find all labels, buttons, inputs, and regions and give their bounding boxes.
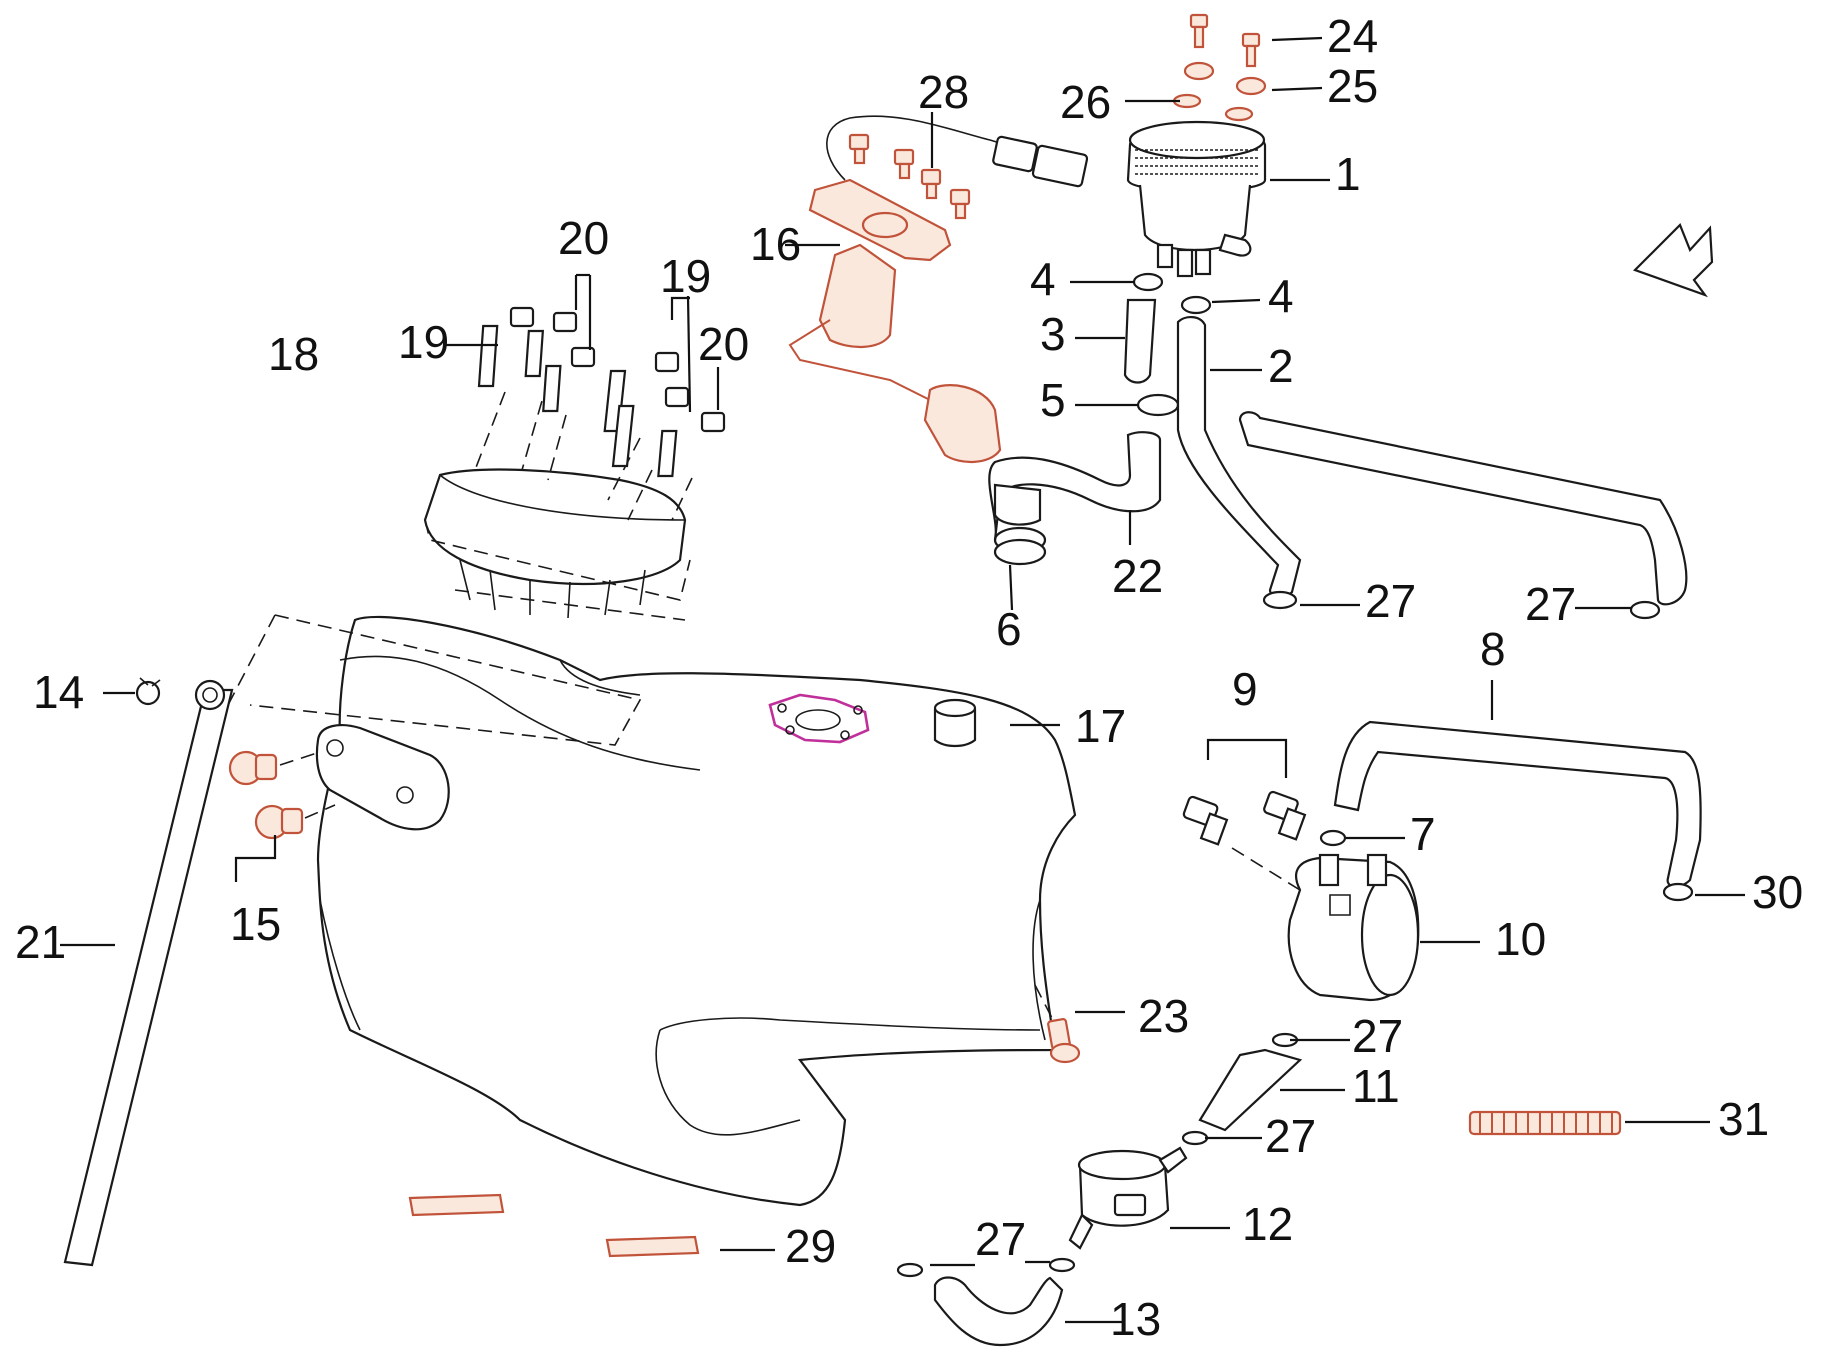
clamp-27-hose-11-bottom bbox=[1181, 1130, 1209, 1146]
pump-mounting-ring bbox=[227, 468, 691, 746]
callout-28: 28 bbox=[918, 66, 969, 118]
screw-19-right-b bbox=[611, 386, 690, 521]
callout-27-valve: 27 bbox=[1352, 1010, 1403, 1062]
pump-screws bbox=[848, 133, 971, 220]
clamp-27-hose-13-left bbox=[896, 1262, 924, 1278]
callout-19-left: 19 bbox=[398, 316, 449, 368]
callout-24: 24 bbox=[1327, 10, 1378, 62]
clamp-30 bbox=[1662, 882, 1694, 902]
callout-8: 8 bbox=[1480, 623, 1506, 675]
callout-labels: 1 2 3 4 4 5 6 7 8 9 10 11 12 13 14 15 16… bbox=[15, 10, 1803, 1345]
callout-7: 7 bbox=[1410, 808, 1436, 860]
callout-10: 10 bbox=[1495, 913, 1546, 965]
callout-15: 15 bbox=[230, 898, 281, 950]
callout-17: 17 bbox=[1075, 700, 1126, 752]
screw-20-b bbox=[542, 346, 596, 481]
callout-20-left: 20 bbox=[558, 212, 609, 264]
callout-23: 23 bbox=[1138, 990, 1189, 1042]
grommets-15 bbox=[228, 750, 336, 840]
callout-21: 21 bbox=[15, 916, 66, 968]
callout-13: 13 bbox=[1110, 1293, 1161, 1345]
callout-29: 29 bbox=[785, 1220, 836, 1272]
callout-11: 11 bbox=[1352, 1060, 1400, 1112]
callout-4-right: 4 bbox=[1268, 270, 1294, 322]
hose-11 bbox=[1198, 1048, 1303, 1132]
callout-26: 26 bbox=[1060, 76, 1111, 128]
callout-1: 1 bbox=[1335, 148, 1361, 200]
hose-21 bbox=[63, 679, 234, 1267]
fuel-filter bbox=[1068, 1146, 1188, 1250]
fuel-tank bbox=[315, 615, 1077, 1207]
callout-27-upper-left: 27 bbox=[1365, 575, 1416, 627]
screw-20-right bbox=[657, 411, 726, 521]
canister bbox=[1126, 13, 1267, 278]
rubber-pads-29 bbox=[408, 1193, 700, 1258]
arrow-down-left-icon bbox=[1632, 223, 1714, 298]
hose-22-end bbox=[993, 483, 1042, 526]
screw-19-left bbox=[474, 306, 535, 471]
callout-2: 2 bbox=[1268, 340, 1294, 392]
fuel-pump-assembly bbox=[788, 115, 1089, 464]
drain-bolt-23 bbox=[1034, 984, 1081, 1064]
callout-31: 31 bbox=[1718, 1093, 1769, 1145]
callout-25: 25 bbox=[1327, 60, 1378, 112]
screw-20-a bbox=[521, 311, 578, 471]
callout-18: 18 bbox=[268, 328, 319, 380]
callout-4-left: 4 bbox=[1030, 253, 1056, 305]
screw-19-right-a bbox=[603, 351, 680, 501]
clamp-27-upper-right bbox=[1629, 600, 1661, 620]
callout-27-filter: 27 bbox=[1265, 1110, 1316, 1162]
callout-14: 14 bbox=[33, 666, 84, 718]
callout-16: 16 bbox=[750, 218, 801, 270]
hose-2 bbox=[1176, 316, 1302, 599]
callout-20-right: 20 bbox=[698, 318, 749, 370]
hose-vent-long bbox=[1238, 411, 1688, 606]
clamp-14 bbox=[135, 677, 161, 706]
callout-19-right: 19 bbox=[660, 250, 711, 302]
callout-22: 22 bbox=[1112, 550, 1163, 602]
clamp-27-hose-13-right bbox=[1048, 1257, 1076, 1273]
hose-3 bbox=[1123, 298, 1157, 384]
callout-12: 12 bbox=[1242, 1198, 1293, 1250]
callout-5: 5 bbox=[1040, 374, 1066, 426]
callout-3: 3 bbox=[1040, 308, 1066, 360]
callout-9: 9 bbox=[1232, 663, 1258, 715]
callout-27-lower: 27 bbox=[975, 1213, 1026, 1265]
callout-27-upper-right: 27 bbox=[1525, 578, 1576, 630]
spring-31 bbox=[1468, 1110, 1622, 1136]
clamp-7 bbox=[1319, 829, 1347, 847]
leader-lines bbox=[60, 36, 1745, 1324]
fuel-valve bbox=[1287, 853, 1420, 1002]
callout-30: 30 bbox=[1752, 866, 1803, 918]
hose-13 bbox=[933, 1276, 1064, 1347]
flange-screws bbox=[474, 306, 726, 521]
callout-6: 6 bbox=[996, 603, 1022, 655]
clamp-27-upper-left bbox=[1262, 590, 1298, 610]
valve-screws bbox=[1182, 790, 1307, 891]
clamps-upper bbox=[993, 272, 1212, 566]
